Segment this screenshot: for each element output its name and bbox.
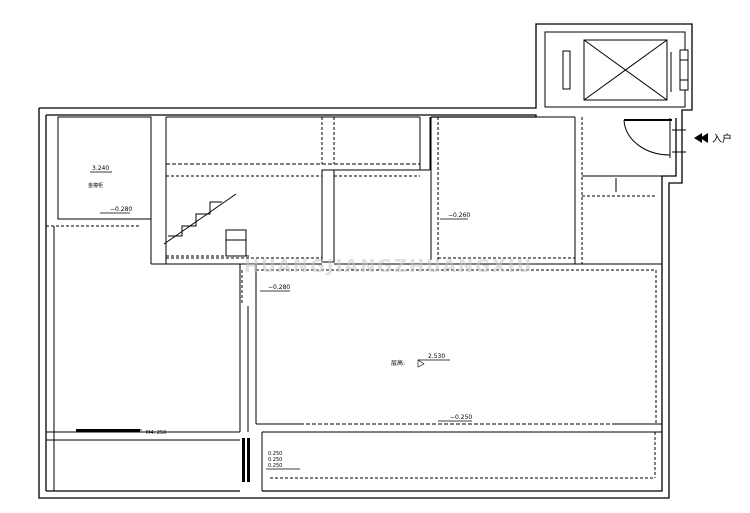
cabinet-room [46, 116, 152, 264]
level-n0260: −0.260 [448, 212, 470, 219]
main-rooms [46, 226, 662, 491]
staircase [163, 193, 250, 257]
ceiling-height-prefix: 层高: [391, 359, 405, 367]
level-stack: 0.250 0.250 0.250 [266, 451, 300, 470]
entrance-label: 入户 [712, 132, 732, 145]
level-3240: 3.240 [92, 165, 109, 172]
elevator-shaft [544, 31, 689, 108]
bottom-dimension: M4: 250 [146, 430, 166, 436]
svg-text:0.250: 0.250 [268, 457, 282, 463]
level-n0280-b: −0.280 [268, 284, 290, 291]
cabinet-label: 金樽柜 [88, 182, 103, 189]
entrance-arrow-icon [694, 133, 708, 143]
level-2530: 2.530 [428, 353, 445, 360]
svg-text:0.250: 0.250 [268, 463, 282, 469]
level-n0280-a: −0.280 [110, 206, 132, 213]
level-n0250: −0.250 [450, 414, 472, 421]
watermark: HUANGJIANGZHUANGXIU [244, 256, 533, 277]
entrance-door [623, 118, 686, 158]
upper-rooms [151, 116, 662, 265]
svg-text:0.250: 0.250 [268, 451, 282, 457]
thick-doors [76, 429, 250, 482]
outer-wall-outline [38, 23, 693, 499]
